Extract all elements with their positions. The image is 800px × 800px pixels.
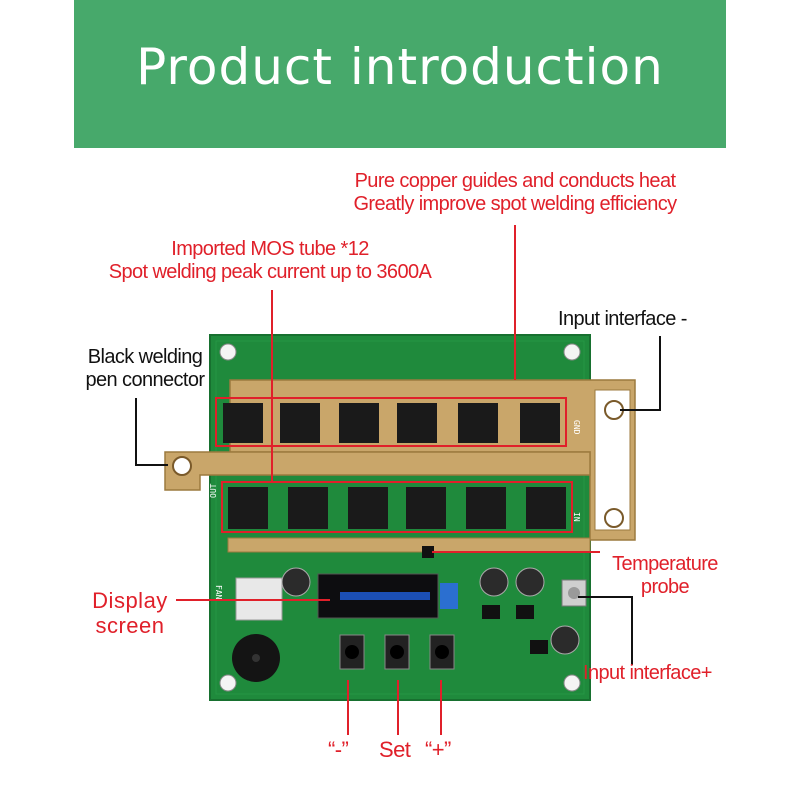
silk-fan: FAN: [214, 585, 223, 600]
black-pen-label-line1: Black welding: [87, 346, 203, 368]
silk-in: IN: [572, 512, 581, 522]
temperature-label: Temperature probe: [600, 553, 730, 599]
silk-out: OUT: [209, 483, 218, 498]
temperature-probe: [422, 546, 434, 558]
black-pen-label-line2: pen connector: [85, 369, 206, 391]
title-banner: Product introduction: [74, 0, 726, 148]
mount-hole: [219, 343, 237, 361]
display-label-line2: screen: [95, 613, 165, 638]
input-minus-hole-2: [604, 508, 624, 528]
set-button-label: Set: [379, 737, 411, 762]
mount-hole: [563, 343, 581, 361]
black-pen-label: Black welding pen connector: [70, 346, 220, 392]
display-label-line1: Display: [92, 588, 168, 613]
mos-highlight-bottom: [221, 481, 573, 533]
silk-gnd: GND: [572, 420, 581, 435]
mos-row-top: [223, 403, 560, 443]
mos-label-line1: Imported MOS tube *12: [171, 238, 369, 260]
plus-button-label: “+”: [425, 737, 451, 762]
mos-row-bottom: [228, 487, 566, 529]
copper-label-line2: Greatly improve spot welding efficiency: [353, 193, 677, 215]
display-label: Display screen: [80, 588, 180, 638]
copper-label: Pure copper guides and conducts heat Gre…: [300, 170, 730, 216]
black-pen-hole: [172, 456, 192, 476]
mos-label: Imported MOS tube *12 Spot welding peak …: [60, 238, 480, 284]
temperature-label-line1: Temperature: [612, 553, 718, 575]
page-title: Product introduction: [136, 38, 664, 96]
input-minus-label: Input interface -: [558, 308, 687, 330]
mount-hole: [563, 674, 581, 692]
copper-label-line1: Pure copper guides and conducts heat: [354, 170, 676, 192]
input-plus-connector: [561, 579, 587, 607]
mos-highlight-top: [215, 397, 567, 447]
temperature-label-line2: probe: [640, 576, 690, 598]
minus-button-label: “-”: [328, 737, 349, 762]
mos-label-line2: Spot welding peak current up to 3600A: [108, 261, 432, 283]
mount-hole: [219, 674, 237, 692]
input-plus-label: Input interface+: [583, 662, 712, 684]
